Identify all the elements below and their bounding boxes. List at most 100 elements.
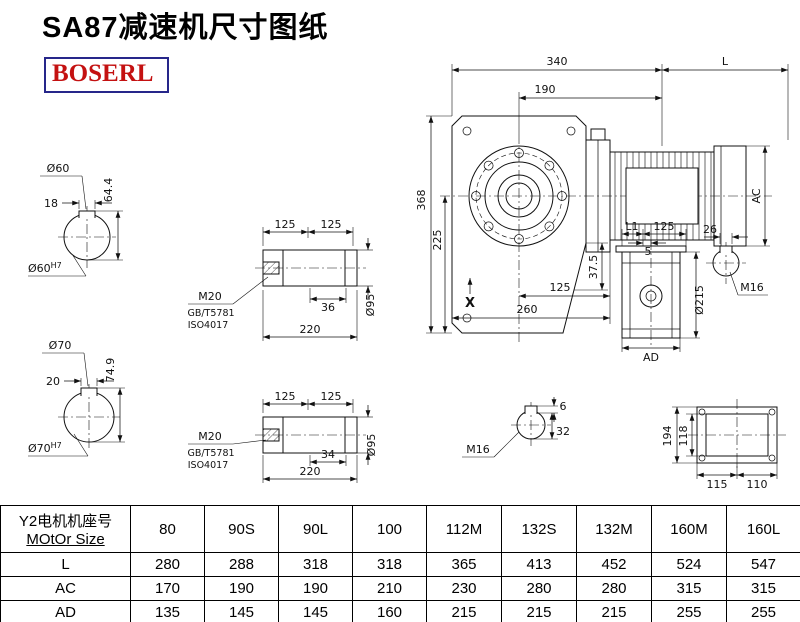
dim-37-5: 37.5 <box>587 255 600 280</box>
technical-drawing: 340 L 190 368 225 37.5 125 260 AC X <box>28 55 789 491</box>
dim-5: 5 <box>645 245 652 258</box>
dim-225: 225 <box>431 230 444 251</box>
cell: 365 <box>426 552 502 577</box>
dim-18: 18 <box>44 197 58 210</box>
dim-220: 220 <box>300 323 321 336</box>
shaft-section-70: Ø70 20 74.9 Ø70H7 <box>28 339 125 457</box>
frame-size: 100 <box>352 505 427 553</box>
table-row-L: L 280 288 318 318 365 413 452 524 547 <box>0 552 800 577</box>
dim-34: 34 <box>321 448 335 461</box>
frame-size: 160M <box>651 505 727 553</box>
cell: 280 <box>130 552 205 577</box>
dim-AD: AD <box>643 351 659 364</box>
dim-AC: AC <box>750 188 763 203</box>
rear-cover-view: 194 118 115 110 <box>661 399 786 491</box>
cell: 255 <box>651 600 727 622</box>
row-label: L <box>0 552 131 577</box>
dim-125: 125 <box>654 220 675 233</box>
cell: 170 <box>130 576 205 601</box>
cell: 413 <box>501 552 577 577</box>
dim-115: 115 <box>707 478 728 491</box>
table-row-AD: AD 135 145 145 160 215 215 215 255 255 <box>0 600 800 622</box>
dim-125b: 125 <box>321 218 342 231</box>
cell: 145 <box>278 600 353 622</box>
dim-d60h7: Ø60H7 <box>28 261 62 275</box>
dim-125a: 125 <box>275 390 296 403</box>
frame-size: 160L <box>726 505 800 553</box>
dim-125b: 125 <box>321 390 342 403</box>
side-profile-view: L1 125 5 Ø215 AD <box>615 220 706 364</box>
dim-d95: Ø95 <box>364 294 377 317</box>
cell: 452 <box>576 552 652 577</box>
dim-194: 194 <box>661 426 674 447</box>
dim-d215: Ø215 <box>693 285 706 315</box>
hub-view-70: 125 125 M20 GB/T5781 ISO4017 34 220 Ø95 <box>187 390 378 483</box>
dim-d95: Ø95 <box>365 434 378 457</box>
dim-260: 260 <box>517 303 538 316</box>
label-m16: M16 <box>740 281 764 294</box>
dim-190: 190 <box>535 83 556 96</box>
cell: 215 <box>576 600 652 622</box>
shaft-end-top: 26 M16 <box>703 223 768 296</box>
label-gb-std: GB/T5781 <box>187 308 234 319</box>
brand-logo: BOSERL <box>44 57 170 93</box>
main-view: 340 L 190 368 225 37.5 125 260 AC X <box>415 55 789 345</box>
cell: 230 <box>426 576 502 601</box>
frame-size: 80 <box>130 505 205 553</box>
dim-L1: L1 <box>625 220 638 233</box>
label-gb-std: GB/T5781 <box>187 448 234 459</box>
cell: 160 <box>352 600 427 622</box>
page-title: SA87减速机尺寸图纸 <box>42 12 329 44</box>
label-X: X <box>465 296 475 311</box>
shaft-section-60: Ø60 18 64.4 Ø60H7 <box>28 162 123 277</box>
cell: 255 <box>726 600 800 622</box>
cell: 215 <box>501 600 577 622</box>
dim-36: 36 <box>321 301 335 314</box>
cell: 318 <box>278 552 353 577</box>
table-header-row: Y2电机机座号 MOtOr Size 80 90S 90L 100 112M 1… <box>0 505 800 553</box>
row-label: AC <box>0 576 131 601</box>
cell: 524 <box>651 552 727 577</box>
cell: 135 <box>130 600 205 622</box>
label-m16: M16 <box>466 443 490 456</box>
cell: 280 <box>501 576 577 601</box>
dim-64-4: 64.4 <box>102 178 115 203</box>
dim-340: 340 <box>547 55 568 68</box>
cell: 190 <box>278 576 353 601</box>
dim-368: 368 <box>415 190 428 211</box>
cell: 318 <box>352 552 427 577</box>
dim-L: L <box>722 55 729 68</box>
cell: 315 <box>726 576 800 601</box>
frame-size: 132S <box>501 505 577 553</box>
cell: 547 <box>726 552 800 577</box>
header-line1: Y2电机机座号 <box>18 513 113 530</box>
dim-6: 6 <box>560 400 567 413</box>
label-m20: M20 <box>198 430 222 443</box>
label-m20: M20 <box>198 290 222 303</box>
label-iso-std: ISO4017 <box>188 460 229 471</box>
dim-d60: Ø60 <box>47 162 70 175</box>
dim-74-9: 74.9 <box>104 358 117 383</box>
shaft-end-mid: 6 32 M16 <box>462 397 570 458</box>
dim-32: 32 <box>556 425 570 438</box>
table-header-motor-size: Y2电机机座号 MOtOr Size <box>0 505 131 553</box>
cell: 215 <box>426 600 502 622</box>
motor-size-table: Y2电机机座号 MOtOr Size 80 90S 90L 100 112M 1… <box>0 505 800 622</box>
label-iso-std: ISO4017 <box>188 320 229 331</box>
dim-110: 110 <box>747 478 768 491</box>
row-label: AD <box>0 600 131 622</box>
frame-size: 90S <box>204 505 279 553</box>
table-row-AC: AC 170 190 190 210 230 280 280 315 315 <box>0 576 800 601</box>
dim-220: 220 <box>300 465 321 478</box>
dim-20: 20 <box>46 375 60 388</box>
dim-125: 125 <box>550 281 571 294</box>
cell: 280 <box>576 576 652 601</box>
cell: 210 <box>352 576 427 601</box>
dim-125a: 125 <box>275 218 296 231</box>
dim-118: 118 <box>677 426 690 447</box>
dim-d70: Ø70 <box>49 339 72 352</box>
frame-size: 132M <box>576 505 652 553</box>
cell: 145 <box>204 600 279 622</box>
dim-d70h7: Ø70H7 <box>28 441 62 455</box>
